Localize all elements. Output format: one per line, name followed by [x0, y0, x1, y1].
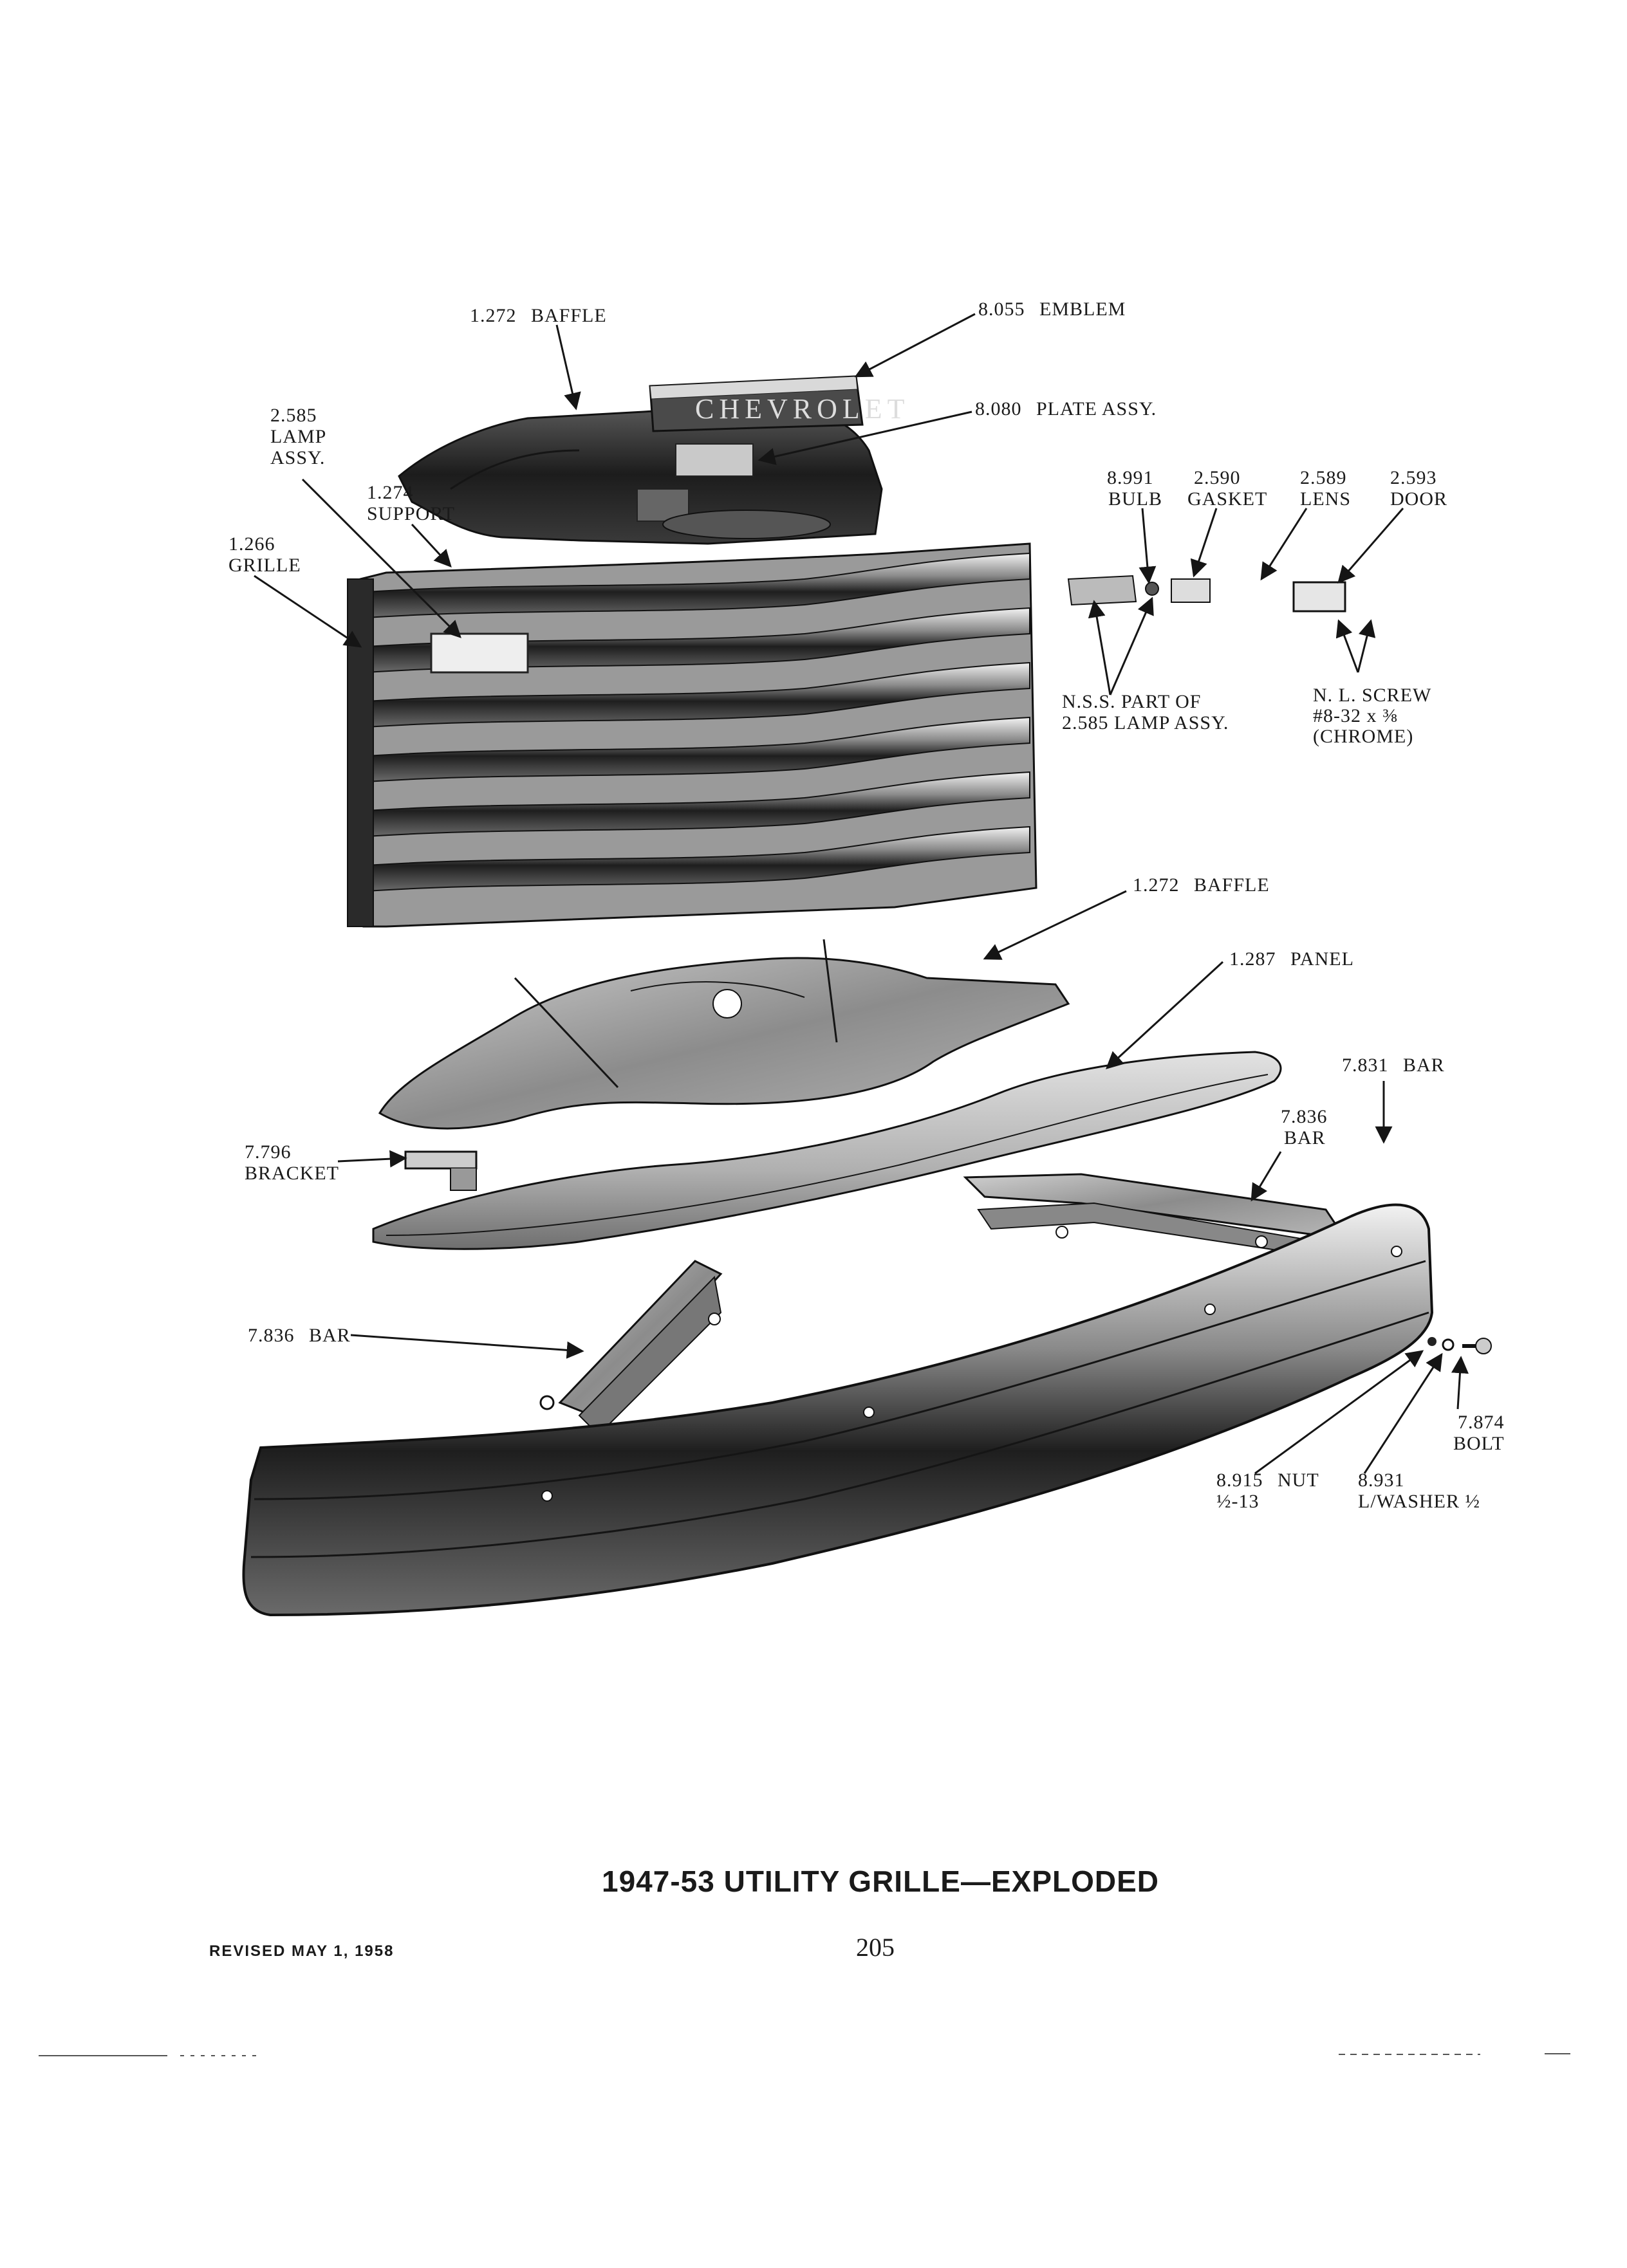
emblem-lettering: CHEVROLET [695, 393, 910, 425]
label-plate-assy: 8.080 PLATE ASSY. [975, 398, 1157, 419]
grille [347, 542, 1037, 928]
plate-assy [675, 443, 754, 477]
lamp-assy-grille [430, 632, 529, 674]
callout-labels: 1.272 BAFFLE 8.055 EMBLEM 8.080 PLATE AS… [228, 299, 1505, 1512]
label-name: BOLT [1453, 1433, 1505, 1454]
label-num: 8.915 [1216, 1470, 1263, 1491]
label-lens: 2.589 LENS [1300, 467, 1351, 510]
label-name: PANEL [1290, 948, 1354, 970]
lock-washer [1442, 1338, 1455, 1351]
gasket [1171, 578, 1211, 603]
label-name: BRACKET [245, 1163, 339, 1184]
label-name: BAFFLE [531, 305, 607, 326]
label-name: GRILLE [228, 555, 301, 576]
label-num: 8.055 [978, 299, 1025, 320]
bar-7831-bumper [242, 1203, 1434, 1617]
label-bar-7836-right: 7.836 BAR [1281, 1106, 1328, 1148]
label-door: 2.593 DOOR [1390, 467, 1447, 510]
leader-lines [254, 313, 1469, 1475]
bracket [404, 1150, 478, 1191]
chevrolet-emblem: CHEVROLET [649, 375, 910, 432]
lower-baffle [378, 939, 1070, 1130]
label-nss-part: N.S.S. PART OF 2.585 LAMP ASSY. [1062, 691, 1229, 733]
label-name: BAR [309, 1325, 351, 1346]
label-num: 2.585 [270, 405, 317, 426]
label-grille: 1.266 GRILLE [228, 533, 301, 576]
label-bracket: 7.796 BRACKET [245, 1141, 339, 1184]
label-num: 2.593 [1390, 467, 1437, 488]
label-name: BULB [1108, 488, 1162, 510]
label-num: 8.080 [975, 398, 1022, 419]
label-screw: N. L. SCREW #8-32 x ⅜ (CHROME) [1313, 685, 1431, 747]
label-num: 2.590 [1194, 467, 1241, 488]
label-name: DOOR [1390, 488, 1447, 510]
label-num: 2.589 [1300, 467, 1347, 488]
revision-date: REVISED MAY 1, 1958 [209, 1942, 394, 1960]
label-name: BAR [1284, 1127, 1326, 1148]
nut [1427, 1337, 1436, 1346]
lamp-parts [1067, 575, 1346, 613]
label-name: GASKET [1187, 488, 1267, 510]
label-bolt: 7.874 BOLT [1453, 1412, 1505, 1454]
label-name: NUT [1278, 1470, 1319, 1491]
label-line: ASSY. [270, 447, 325, 468]
label-num: 1.274 [367, 482, 414, 503]
label-name: SUPPORT [367, 503, 455, 524]
label-size: ½-13 [1216, 1491, 1260, 1512]
label-line: N. L. SCREW [1313, 685, 1431, 706]
label-num: 7.874 [1458, 1412, 1505, 1433]
label-line: 2.585 LAMP ASSY. [1062, 712, 1229, 733]
bar-7836-left [539, 1260, 723, 1436]
lamp-housing [1067, 575, 1137, 606]
label-num: 7.831 [1342, 1055, 1389, 1076]
label-line: LAMP [270, 426, 326, 447]
label-num: 7.836 [248, 1325, 295, 1346]
label-support: 1.274 SUPPORT [367, 482, 455, 524]
bar-7836-right [963, 1173, 1341, 1256]
label-line: #8-32 x ⅜ [1313, 705, 1398, 726]
label-baffle-top: 1.272 BAFFLE [470, 305, 607, 326]
label-nut: 8.915 NUT ½-13 [1216, 1470, 1319, 1512]
label-name: LENS [1300, 488, 1351, 510]
label-name: EMBLEM [1039, 299, 1126, 320]
label-lamp-assy: 2.585 LAMP ASSY. [270, 405, 326, 468]
label-num: 1.272 [1133, 874, 1180, 896]
label-num: 7.796 [245, 1141, 292, 1163]
label-bar-7836-left: 7.836 BAR [248, 1325, 351, 1346]
label-name: BAR [1403, 1055, 1445, 1076]
label-panel: 1.287 PANEL [1229, 948, 1354, 970]
label-washer: 8.931 L/WASHER ½ [1358, 1470, 1480, 1512]
label-name: PLATE ASSY. [1036, 398, 1157, 419]
panel [372, 1051, 1282, 1250]
label-num: 7.836 [1281, 1106, 1328, 1127]
scan-edge-marks [39, 2053, 1570, 2056]
label-bulb: 8.991 BULB [1107, 467, 1162, 510]
label-name: L/WASHER ½ [1358, 1491, 1480, 1512]
upper-baffle [398, 403, 883, 545]
label-name: BAFFLE [1194, 874, 1270, 896]
label-bar-7831: 7.831 BAR [1342, 1055, 1445, 1076]
label-num: 1.272 [470, 305, 517, 326]
lamp-door [1292, 581, 1346, 613]
label-num: 1.287 [1229, 948, 1276, 970]
label-line: (CHROME) [1313, 726, 1413, 747]
bulb [1145, 582, 1159, 596]
label-baffle-lower: 1.272 BAFFLE [1133, 874, 1270, 896]
hardware [1427, 1337, 1492, 1354]
label-num: 8.931 [1358, 1470, 1405, 1491]
label-gasket: 2.590 GASKET [1187, 467, 1267, 510]
label-num: 1.266 [228, 533, 275, 555]
page-number: 205 [856, 1933, 895, 1962]
label-line: N.S.S. PART OF [1062, 691, 1201, 712]
grille-side-frame [347, 578, 374, 927]
label-num: 8.991 [1107, 467, 1154, 488]
grille-bars [366, 552, 1030, 892]
label-emblem: 8.055 EMBLEM [978, 299, 1126, 320]
page-title: 1947-53 UTILITY GRILLE—EXPLODED [602, 1865, 1159, 1898]
